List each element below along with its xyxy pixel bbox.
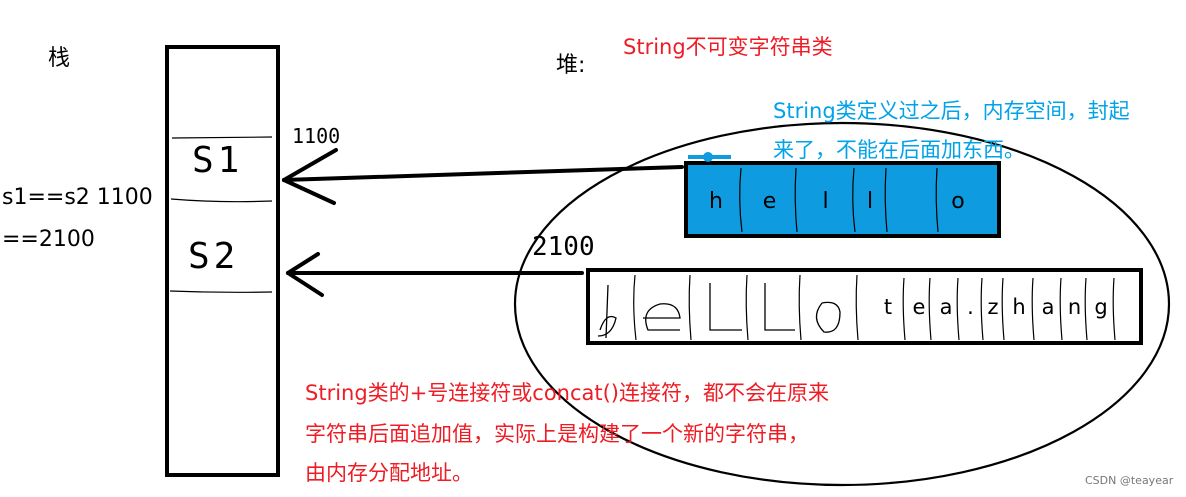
- concat-note-line-2: 字符串后面追加值，实际上是构建了一个新的字符串，: [305, 422, 809, 446]
- hello-box-fill: [684, 161, 1001, 238]
- address-s1: 1100: [292, 124, 341, 148]
- char-cell: h: [1012, 295, 1026, 319]
- stack-label: 栈: [48, 46, 71, 71]
- char-cell: o: [951, 188, 965, 214]
- helloteazhang-box: [586, 268, 1143, 345]
- char-cell: h: [709, 188, 723, 214]
- char-cell: n: [1067, 295, 1082, 319]
- compare-line-2: ==2100: [2, 227, 95, 252]
- concat-note-line-1: String类的+号连接符或concat()连接符，都不会在原来: [305, 381, 830, 405]
- helloteazhang-dividers: [633, 274, 1116, 341]
- address-s2: 2100: [532, 232, 595, 262]
- handwritten-hello: [597, 283, 841, 339]
- teazhang-chars: t e a . z h a n g: [858, 276, 1138, 338]
- hello-box-dividers: [739, 167, 939, 233]
- immutable-note-line-1: String类定义过之后，内存空间，封起: [773, 99, 1130, 123]
- heap-ellipse: [513, 121, 1171, 487]
- heap-label: 堆:: [556, 53, 586, 78]
- char-cell: a: [1041, 295, 1055, 319]
- arrow-to-s1: [282, 148, 684, 205]
- pen-mark-dot: [703, 152, 713, 162]
- char-cell: a: [939, 295, 953, 319]
- stack-slot-line: [169, 290, 273, 293]
- stack-slot-line: [170, 198, 273, 203]
- arrow-to-s2: [286, 252, 584, 297]
- concat-note-line-3: 由内存分配地址。: [305, 461, 473, 485]
- immutable-note-line-2: 来了，不能在后面加东西。: [773, 138, 1025, 162]
- char-cell: l: [866, 188, 874, 214]
- hello-box: h e l l o: [690, 167, 995, 235]
- char-cell: .: [967, 295, 974, 319]
- title-note: String不可变字符串类: [623, 35, 833, 59]
- stack-slot-line: [171, 136, 273, 139]
- var-s2: S2: [188, 236, 240, 277]
- stack-frame: [165, 45, 280, 477]
- watermark: CSDN @teayear: [1085, 474, 1174, 487]
- char-cell: z: [987, 295, 999, 319]
- char-cell: e: [762, 188, 777, 214]
- char-cell: t: [883, 295, 893, 319]
- compare-line-1: s1==s2 1100: [2, 185, 153, 210]
- var-s1: S1: [192, 140, 244, 181]
- char-cell: g: [1094, 295, 1108, 319]
- char-cell: e: [912, 295, 926, 319]
- char-cell: l: [822, 188, 829, 214]
